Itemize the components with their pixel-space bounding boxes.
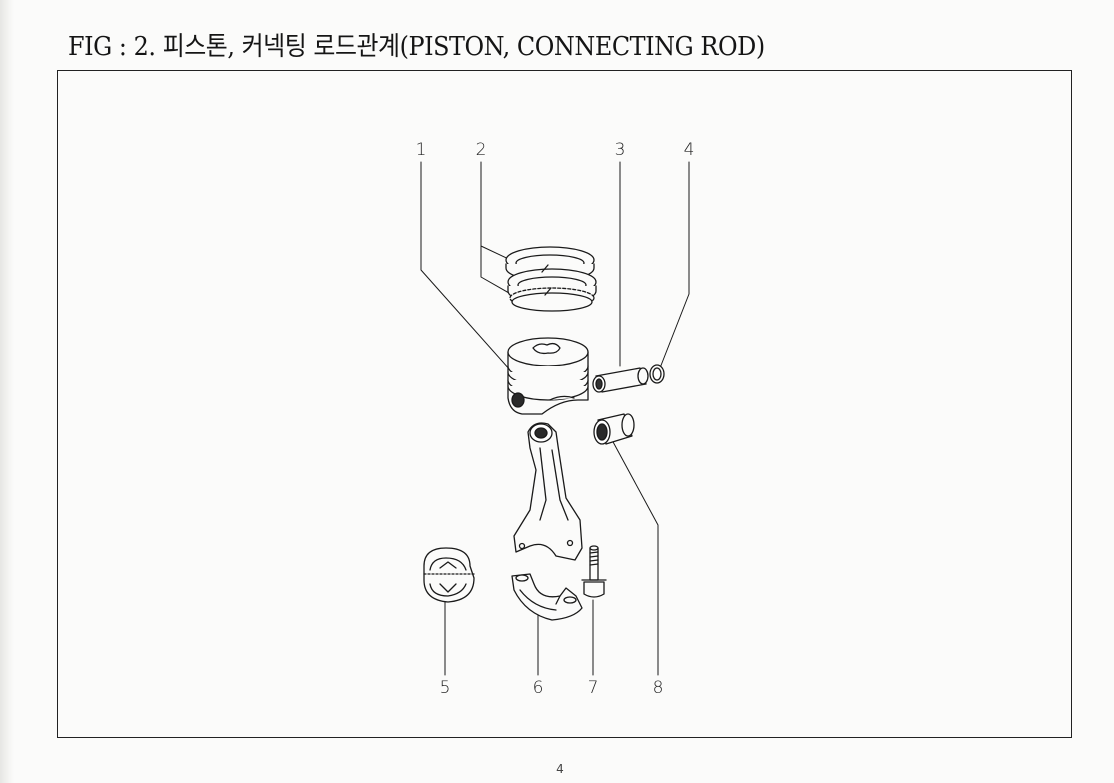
leader-line-4 [659,161,690,369]
piston-rings [505,246,597,312]
figure-title: FIG : 2. 피스톤, 커넥팅 로드관계(PISTON, CONNECTIN… [68,32,765,62]
leader-line-2b [480,245,517,298]
connecting-rod [513,422,583,561]
leader-line-8 [611,439,659,676]
callout-4: 4 [683,140,695,160]
rod-cap [511,573,583,621]
bearing-shell [423,547,475,603]
page-number: 4 [556,762,564,776]
callout-8: 8 [652,678,664,698]
leader-line-1 [420,161,511,371]
small-end-bush [593,413,635,445]
callout-1: 1 [415,140,427,160]
figure-frame [57,70,1072,738]
callout-7: 7 [587,678,599,698]
callout-6: 6 [532,678,544,698]
page-edge-shading [0,0,14,783]
piston-pin [592,367,649,393]
rod-bolt [581,545,607,598]
leader-lines [420,161,690,676]
callout-2: 2 [475,140,487,160]
callout-5: 5 [439,678,451,698]
snap-ring [649,364,665,384]
leader-line-2a [480,161,516,263]
callout-3: 3 [614,140,626,160]
piston [507,337,589,415]
